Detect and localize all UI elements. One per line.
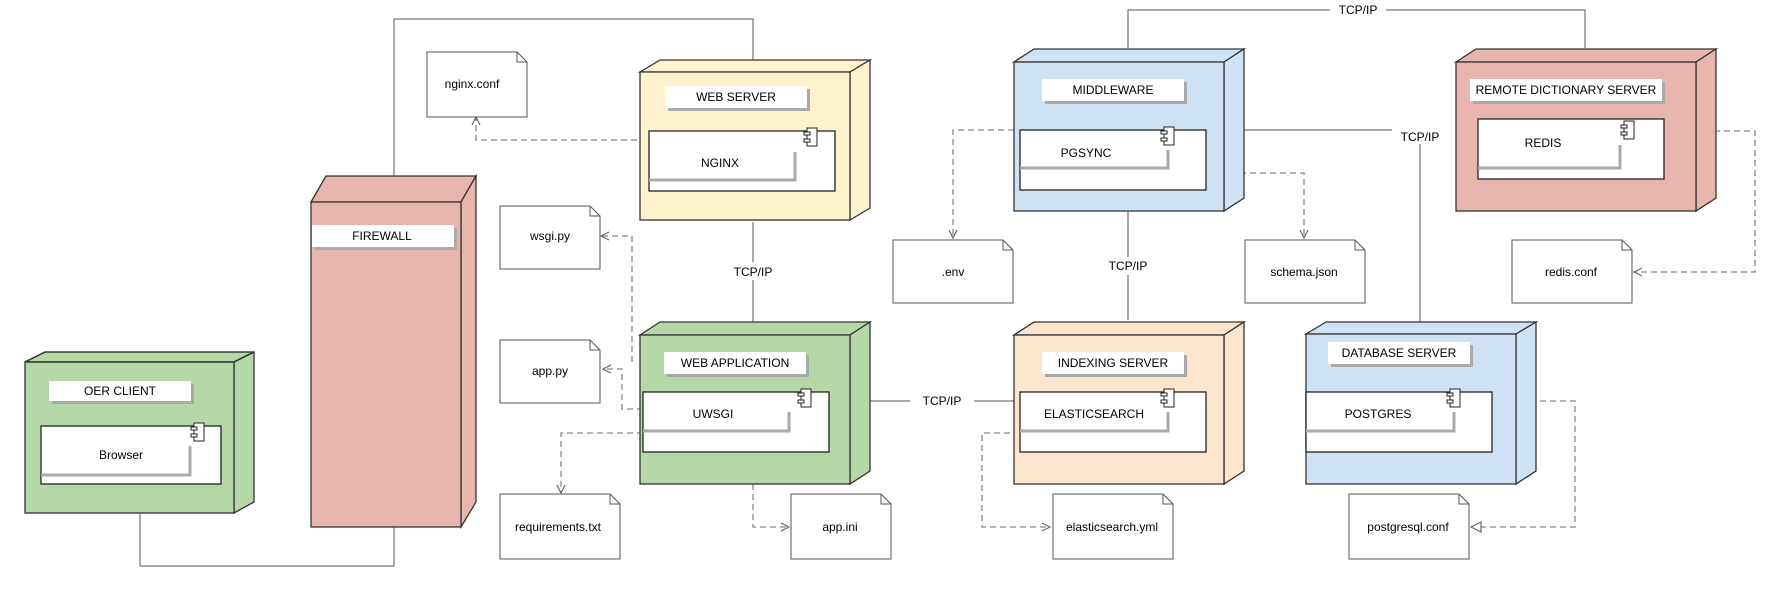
node-web-server-title: WEB SERVER — [696, 90, 776, 104]
label-middleware-database: TCP/IP — [1401, 130, 1440, 144]
file-schema-json: schema.json — [1244, 239, 1366, 304]
requirements-dependency — [561, 432, 643, 493]
node-oer-client-component: Browser — [99, 448, 143, 462]
file-artifacts: nginx.conf wsgi.py app.py requirements.t… — [426, 51, 1633, 560]
file-elasticsearch-yml-label: elasticsearch.yml — [1066, 520, 1158, 534]
file-nginx-conf-label: nginx.conf — [445, 77, 500, 91]
node-remote-dictionary-server: REMOTE DICTIONARY SERVER REDIS — [1453, 47, 1719, 213]
file-requirements-txt: requirements.txt — [499, 493, 621, 560]
node-oer-client: OER CLIENT Browser — [24, 350, 255, 515]
node-indexing-server-title: INDEXING SERVER — [1058, 356, 1169, 370]
connection-labels: TCP/IP TCP/IP TCP/IP TCP/IP TCP/IP — [722, 2, 1448, 409]
app-py-dependency — [603, 369, 643, 410]
file-requirements-txt-label: requirements.txt — [515, 520, 602, 534]
node-indexing-server-component: ELASTICSEARCH — [1044, 407, 1144, 421]
file-redis-conf: redis.conf — [1511, 239, 1633, 304]
file-env: .env — [892, 239, 1014, 304]
nodes: OER CLIENT Browser FIREWALL WEB SERVER — [24, 47, 1719, 530]
node-indexing-server: INDEXING SERVER ELASTICSEARCH — [1011, 320, 1247, 486]
node-web-application-component: UWSGI — [693, 407, 734, 421]
node-middleware-title: MIDDLEWARE — [1073, 83, 1154, 97]
env-dependency — [953, 129, 1014, 238]
file-elasticsearch-yml: elasticsearch.yml — [1052, 493, 1174, 560]
file-app-py: app.py — [499, 339, 601, 404]
file-postgresql-conf: postgresql.conf — [1348, 493, 1470, 560]
elasticsearch-yml-dependency — [981, 432, 1050, 527]
nginx-conf-dependency — [476, 117, 647, 141]
node-middleware: MIDDLEWARE PGSYNC — [1011, 47, 1247, 213]
firewall-webserver-line — [393, 18, 754, 176]
redis-conf-dependency — [1634, 130, 1756, 272]
app-ini-dependency — [752, 484, 789, 527]
file-redis-conf-label: redis.conf — [1545, 265, 1598, 279]
file-schema-json-label: schema.json — [1270, 265, 1337, 279]
file-wsgi-py-label: wsgi.py — [529, 229, 570, 243]
file-app-ini-label: app.ini — [822, 520, 857, 534]
node-web-server-component: NGINX — [701, 156, 739, 170]
file-env-label: .env — [942, 265, 965, 279]
label-middleware-redis: TCP/IP — [1339, 3, 1378, 17]
node-database-server: DATABASE SERVER POSTGRES — [1303, 320, 1539, 486]
node-remote-dictionary-server-title: REMOTE DICTIONARY SERVER — [1476, 83, 1657, 97]
node-oer-client-title: OER CLIENT — [84, 384, 157, 398]
client-firewall-line — [139, 513, 395, 567]
file-postgresql-conf-label: postgresql.conf — [1367, 520, 1449, 534]
node-database-server-title: DATABASE SERVER — [1342, 346, 1457, 360]
file-app-py-label: app.py — [532, 364, 568, 378]
node-middleware-component: PGSYNC — [1061, 146, 1112, 160]
file-nginx-conf: nginx.conf — [426, 51, 528, 118]
file-app-ini: app.ini — [790, 493, 892, 560]
node-web-server: WEB SERVER NGINX — [637, 58, 873, 222]
node-firewall-title: FIREWALL — [352, 229, 412, 243]
label-webserver-webapp: TCP/IP — [734, 265, 773, 279]
label-webapp-indexing: TCP/IP — [923, 394, 962, 408]
node-database-server-component: POSTGRES — [1345, 407, 1412, 421]
file-wsgi-py: wsgi.py — [499, 205, 601, 270]
wsgi-py-dependency — [601, 236, 633, 362]
label-middleware-indexing: TCP/IP — [1109, 259, 1148, 273]
node-web-application-title: WEB APPLICATION — [681, 356, 789, 370]
node-web-application: WEB APPLICATION UWSGI — [637, 320, 873, 486]
node-firewall: FIREWALL — [309, 173, 478, 530]
node-remote-dictionary-server-component: REDIS — [1525, 136, 1562, 150]
